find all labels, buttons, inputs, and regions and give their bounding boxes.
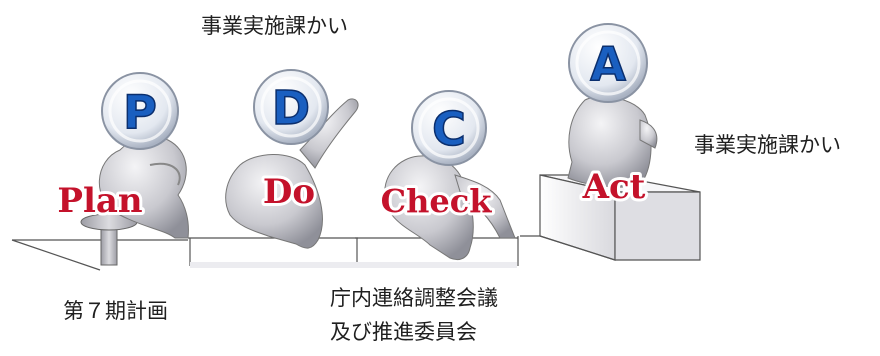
act-figure <box>520 96 701 261</box>
check-word: Check <box>381 182 493 220</box>
act-caption: 事業実施課かい <box>694 133 841 157</box>
plan-badge: P <box>101 72 179 150</box>
do-word: Do <box>263 172 315 212</box>
check-caption-line2: 及び推進委員会 <box>330 320 477 344</box>
act-letter: A <box>590 37 626 91</box>
do-badge: D <box>253 69 329 145</box>
plan-letter: P <box>123 85 157 139</box>
check-letter: C <box>432 102 466 156</box>
plan-figure <box>80 135 189 266</box>
plan-caption: 第７期計画 <box>63 299 168 323</box>
do-caption: 事業実施課かい <box>201 14 348 38</box>
do-figure <box>225 98 359 249</box>
check-floor-plate <box>357 262 517 268</box>
do-letter: D <box>272 81 310 135</box>
check-figure <box>384 155 516 261</box>
act-badge: A <box>568 23 648 103</box>
act-word: Act <box>582 167 646 207</box>
check-caption-line1: 庁内連絡調整会議 <box>330 286 498 310</box>
check-badge: C <box>411 90 487 166</box>
do-floor-plate <box>190 262 358 268</box>
plan-word: Plan <box>57 181 142 221</box>
